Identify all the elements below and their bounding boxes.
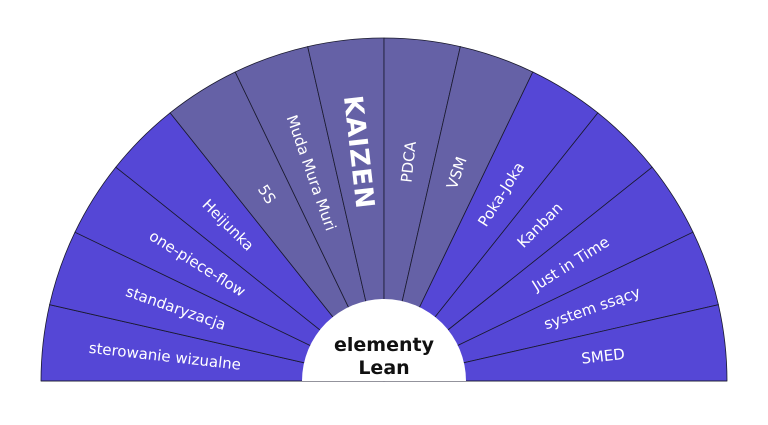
center-hub-shape (302, 299, 466, 381)
segment-label-smed: SMED (580, 345, 625, 368)
center-hub: elementy Lean (302, 299, 466, 381)
segment-label-pdca: PDCA (397, 140, 420, 184)
center-label-line-2: Lean (358, 357, 409, 379)
center-label-line-1: elementy (334, 334, 435, 356)
